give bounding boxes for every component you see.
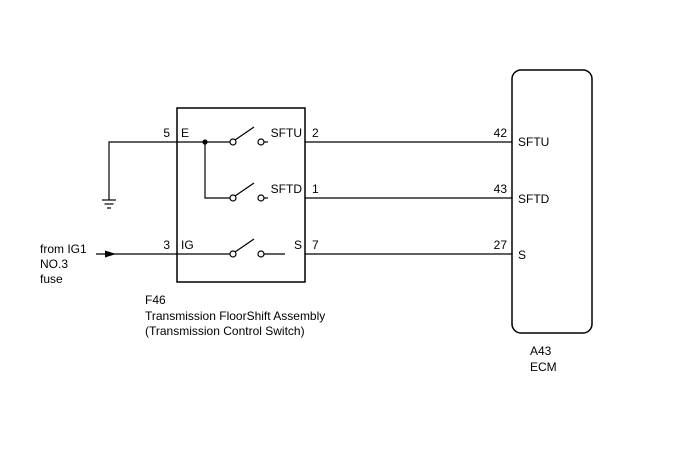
ground-wire xyxy=(108,141,177,200)
ecm-pin-s-label: S xyxy=(518,248,526,262)
sftd-switch xyxy=(229,182,265,202)
ecm-box xyxy=(511,69,593,334)
pin-e-number: 5 xyxy=(163,126,170,140)
pin-sftu-number: 2 xyxy=(312,126,319,140)
pin-e-label: E xyxy=(181,126,189,140)
ground-symbol xyxy=(102,199,116,209)
ig-switch xyxy=(229,238,265,258)
pin-sftd-label: SFTD xyxy=(271,182,303,196)
pin-s-number: 7 xyxy=(312,238,319,252)
ecm-name-label: ECM xyxy=(530,360,557,374)
power-source-line1: from IG1 xyxy=(40,242,87,256)
ecm-pin-sftd-number: 43 xyxy=(494,182,508,196)
power-source-line3: fuse xyxy=(40,272,63,286)
common-wire-lower xyxy=(204,142,230,199)
pin-sftu-label: SFTU xyxy=(271,126,302,140)
pin-ig-number: 3 xyxy=(163,238,170,252)
pin-s-label: S xyxy=(294,238,302,252)
pin-ig-label: IG xyxy=(181,238,194,252)
sftu-switch xyxy=(229,126,265,146)
switch-connector-label: F46 xyxy=(145,293,166,307)
ecm-pin-sftu-label: SFTU xyxy=(518,135,549,149)
ecm-pin-sftu-number: 42 xyxy=(494,126,508,140)
pin-sftd-number: 1 xyxy=(312,182,319,196)
ecm-connector-label: A43 xyxy=(530,344,552,358)
power-source-line2: NO.3 xyxy=(40,257,68,271)
switch-assembly-box xyxy=(176,107,306,283)
ecm-pin-s-number: 27 xyxy=(494,238,508,252)
switch-name-line2: (Transmission Control Switch) xyxy=(145,324,305,338)
switch-name-line1: Transmission FloorShift Assembly xyxy=(145,309,325,323)
ecm-pin-sftd-label: SFTD xyxy=(518,192,550,206)
power-arrow-icon xyxy=(105,250,116,258)
